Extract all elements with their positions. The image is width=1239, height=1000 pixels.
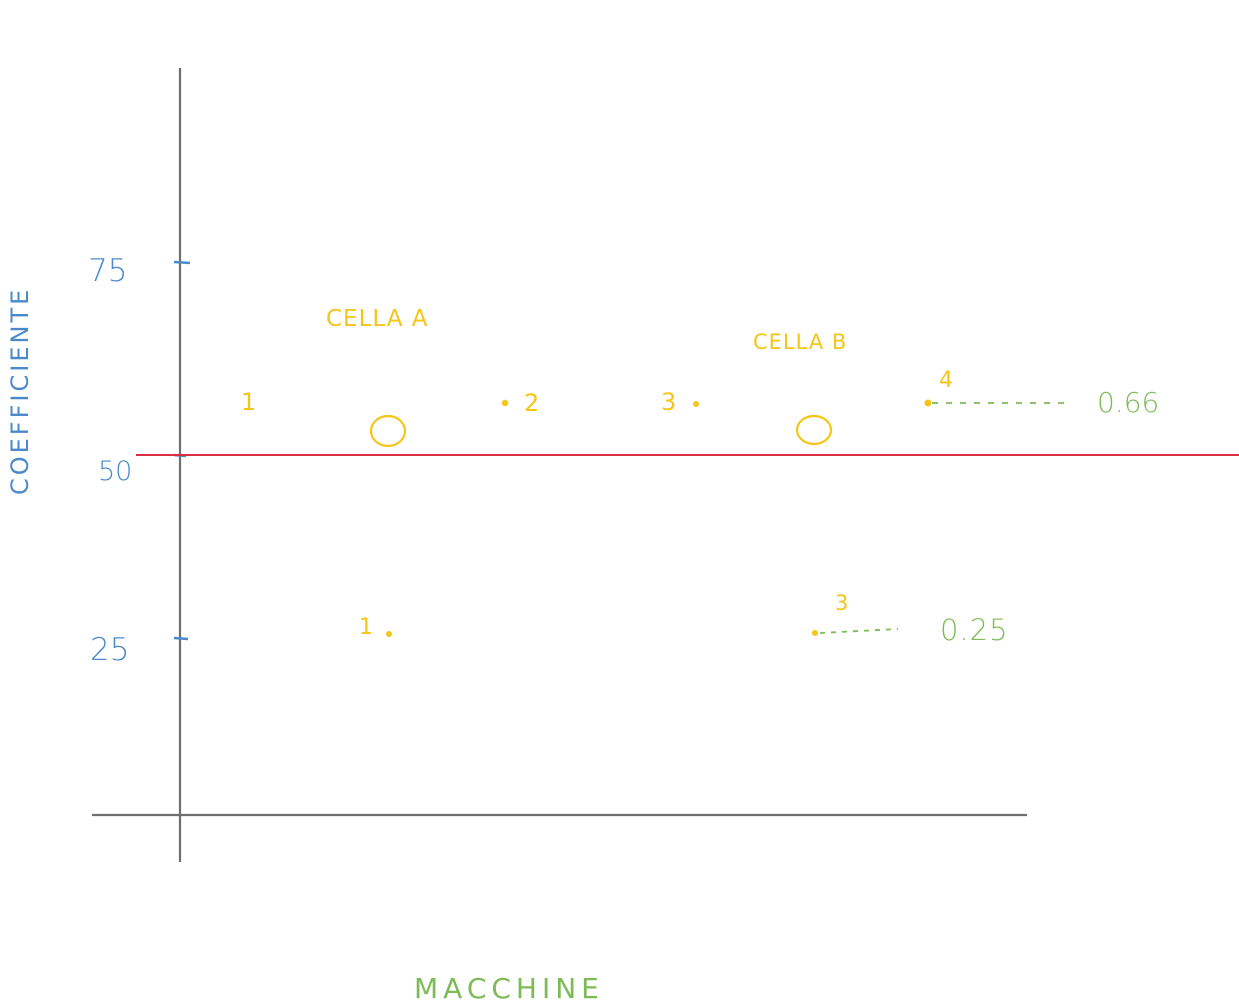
y-tick-mark-75 [173,260,191,265]
point-label-b3: 3 [661,388,676,416]
point-label-a2: 2 [524,389,539,417]
data-point-a1-low [386,631,392,637]
data-point-a2 [501,399,509,407]
y-tick-label-25: 25 [90,632,129,668]
annotation-025: 0.25 [940,613,1009,647]
y-axis-title: COEFFICIENTE [6,287,34,495]
point-label-a1-low: 1 [359,615,373,640]
y-tick-label-50: 50 [98,456,132,487]
y-tick-mark-25 [173,636,189,641]
y-tick-label-75: 75 [88,253,127,289]
data-point-b4 [924,399,932,407]
leader-line-025 [819,628,899,634]
cell-b-mean-circle [795,414,833,446]
x-axis-title: MACCHINE [414,972,604,1000]
point-label-a1: 1 [241,388,256,416]
annotation-066: 0.66 [1097,386,1159,419]
point-label-b3-low: 3 [835,591,848,615]
cell-label-a: CELLA A [326,306,429,332]
point-label-b4: 4 [939,368,953,393]
cell-a-mean-circle [369,414,407,448]
data-point-b3-low [812,630,818,636]
cell-label-b: CELLA B [753,330,847,354]
data-point-b3 [693,401,699,407]
